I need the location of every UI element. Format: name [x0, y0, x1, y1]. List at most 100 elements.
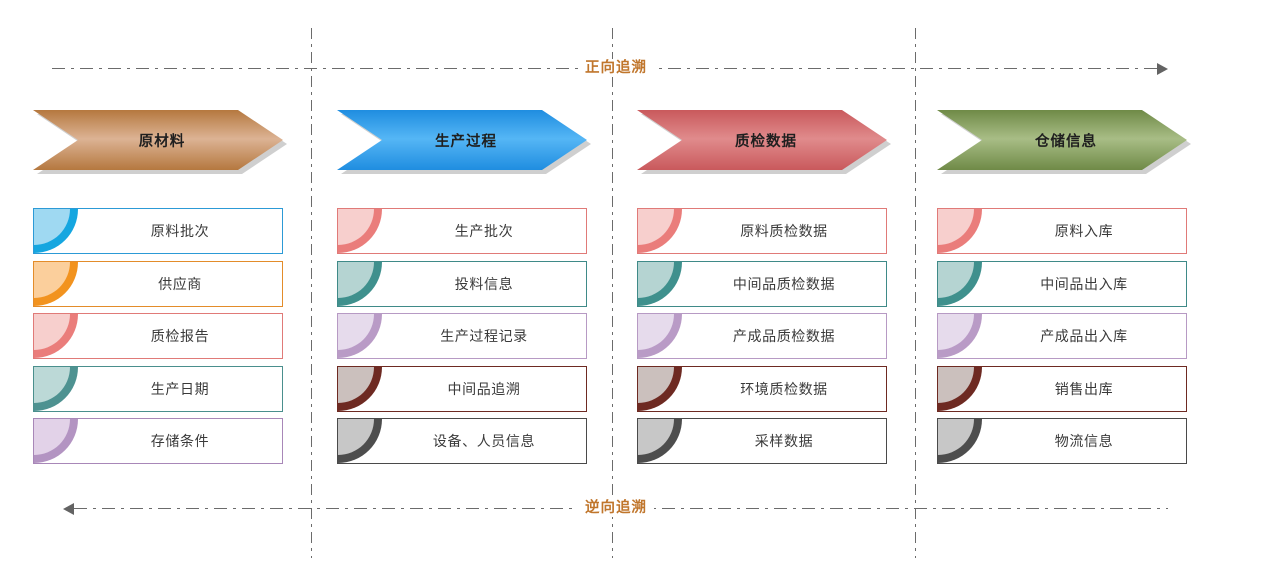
quarter-circle-icon	[638, 366, 682, 411]
quarter-circle-icon	[34, 314, 78, 358]
quarter-circle-icon	[338, 314, 382, 358]
banner-shape: 原材料	[33, 110, 283, 170]
quarter-circle-fill	[34, 314, 70, 350]
forward-flow-label: 正向追溯	[578, 59, 654, 77]
item-box[interactable]: 中间品追溯	[337, 365, 587, 412]
quarter-circle-icon	[638, 314, 682, 358]
item-box[interactable]: 环境质检数据	[637, 365, 887, 412]
item-box[interactable]: 供应商	[33, 260, 283, 307]
banner-label: 仓储信息	[1035, 133, 1097, 150]
quarter-circle-fill	[34, 419, 70, 455]
quarter-circle-ring	[338, 261, 382, 306]
item-box[interactable]: 原料入库	[937, 208, 1187, 254]
quarter-circle-icon	[638, 261, 682, 306]
reverse-flow-label: 逆向追溯	[578, 499, 654, 517]
banner-label: 质检数据	[735, 133, 797, 150]
quarter-circle-ring	[938, 366, 982, 411]
banner-shape: 生产过程	[337, 110, 587, 170]
item-box[interactable]: 生产批次	[337, 208, 587, 254]
quarter-circle-fill	[338, 366, 374, 403]
quarter-circle-icon	[638, 419, 682, 463]
quarter-circle-icon	[638, 209, 682, 253]
item-label: 产成品质检数据	[732, 328, 836, 344]
item-label: 生产日期	[150, 380, 210, 397]
item-box[interactable]: 投料信息	[337, 260, 587, 307]
quarter-circle-ring	[638, 366, 682, 411]
quarter-circle-fill	[34, 261, 70, 298]
item-box[interactable]: 原料质检数据	[637, 208, 887, 254]
quarter-circle-ring	[638, 419, 682, 463]
quarter-circle-ring	[938, 419, 982, 463]
item-label: 原料入库	[1054, 223, 1114, 239]
item-box[interactable]: 产成品质检数据	[637, 313, 887, 359]
quarter-circle-fill	[638, 261, 674, 298]
quarter-circle-fill	[34, 366, 70, 403]
quarter-circle-fill	[338, 261, 374, 298]
item-label: 中间品追溯	[447, 380, 521, 397]
item-box[interactable]: 销售出库	[937, 365, 1187, 412]
item-label: 中间品出入库	[1040, 275, 1128, 292]
quarter-circle-fill	[338, 209, 374, 245]
item-box[interactable]: 采样数据	[637, 418, 887, 464]
item-label: 产成品出入库	[1040, 328, 1128, 344]
item-box[interactable]: 质检报告	[33, 313, 283, 359]
quarter-circle-icon	[338, 209, 382, 253]
quarter-circle-ring	[938, 209, 982, 253]
quarter-circle-ring	[34, 314, 78, 358]
item-box[interactable]: 物流信息	[937, 418, 1187, 464]
quarter-circle-ring	[938, 261, 982, 306]
quarter-circle-ring	[34, 261, 78, 306]
quarter-circle-ring	[938, 314, 982, 358]
item-box[interactable]: 中间品质检数据	[637, 260, 887, 307]
quarter-circle-fill	[938, 419, 974, 455]
quarter-circle-ring	[338, 314, 382, 358]
item-box[interactable]: 中间品出入库	[937, 260, 1187, 307]
quarter-circle-fill	[638, 366, 674, 403]
quarter-circle-ring	[338, 366, 382, 411]
item-label: 生产批次	[454, 223, 514, 239]
column-separator-3	[915, 28, 917, 558]
quarter-circle-ring	[638, 314, 682, 358]
stage-banner-quality-inspection-data[interactable]: 质检数据	[637, 110, 891, 174]
arrow-left-icon	[63, 503, 74, 515]
quarter-circle-ring	[638, 209, 682, 253]
quarter-circle-fill	[638, 314, 674, 350]
quarter-circle-icon	[338, 366, 382, 411]
quarter-circle-icon	[34, 419, 78, 463]
quarter-circle-icon	[938, 261, 982, 306]
item-label: 环境质检数据	[740, 380, 828, 397]
quarter-circle-ring	[338, 209, 382, 253]
item-label: 投料信息	[454, 275, 514, 292]
quarter-circle-ring	[34, 209, 78, 253]
quarter-circle-icon	[34, 261, 78, 306]
item-box[interactable]: 原料批次	[33, 208, 283, 254]
quarter-circle-fill	[338, 419, 374, 455]
quarter-circle-fill	[938, 261, 974, 298]
item-label: 销售出库	[1054, 380, 1114, 397]
stage-banner-warehouse-information[interactable]: 仓储信息	[937, 110, 1191, 174]
quarter-circle-icon	[338, 419, 382, 463]
quarter-circle-fill	[938, 209, 974, 245]
item-box[interactable]: 存储条件	[33, 418, 283, 464]
quarter-circle-fill	[938, 366, 974, 403]
item-label: 存储条件	[150, 433, 210, 449]
banner-label: 生产过程	[435, 133, 497, 150]
quarter-circle-fill	[34, 209, 70, 245]
item-label: 设备、人员信息	[432, 433, 536, 449]
quarter-circle-icon	[938, 419, 982, 463]
item-box[interactable]: 生产过程记录	[337, 313, 587, 359]
stage-banner-production-process[interactable]: 生产过程	[337, 110, 591, 174]
item-box[interactable]: 设备、人员信息	[337, 418, 587, 464]
item-label: 原料质检数据	[740, 223, 828, 239]
item-box[interactable]: 产成品出入库	[937, 313, 1187, 359]
item-label: 采样数据	[754, 433, 814, 449]
item-label: 中间品质检数据	[732, 275, 836, 292]
banner-label: 原材料	[138, 133, 186, 150]
item-box[interactable]: 生产日期	[33, 365, 283, 412]
quarter-circle-ring	[338, 419, 382, 463]
item-label: 原料批次	[150, 223, 210, 239]
quarter-circle-icon	[938, 314, 982, 358]
banner-shape: 质检数据	[637, 110, 887, 170]
stage-banner-raw-material[interactable]: 原材料	[33, 110, 287, 174]
